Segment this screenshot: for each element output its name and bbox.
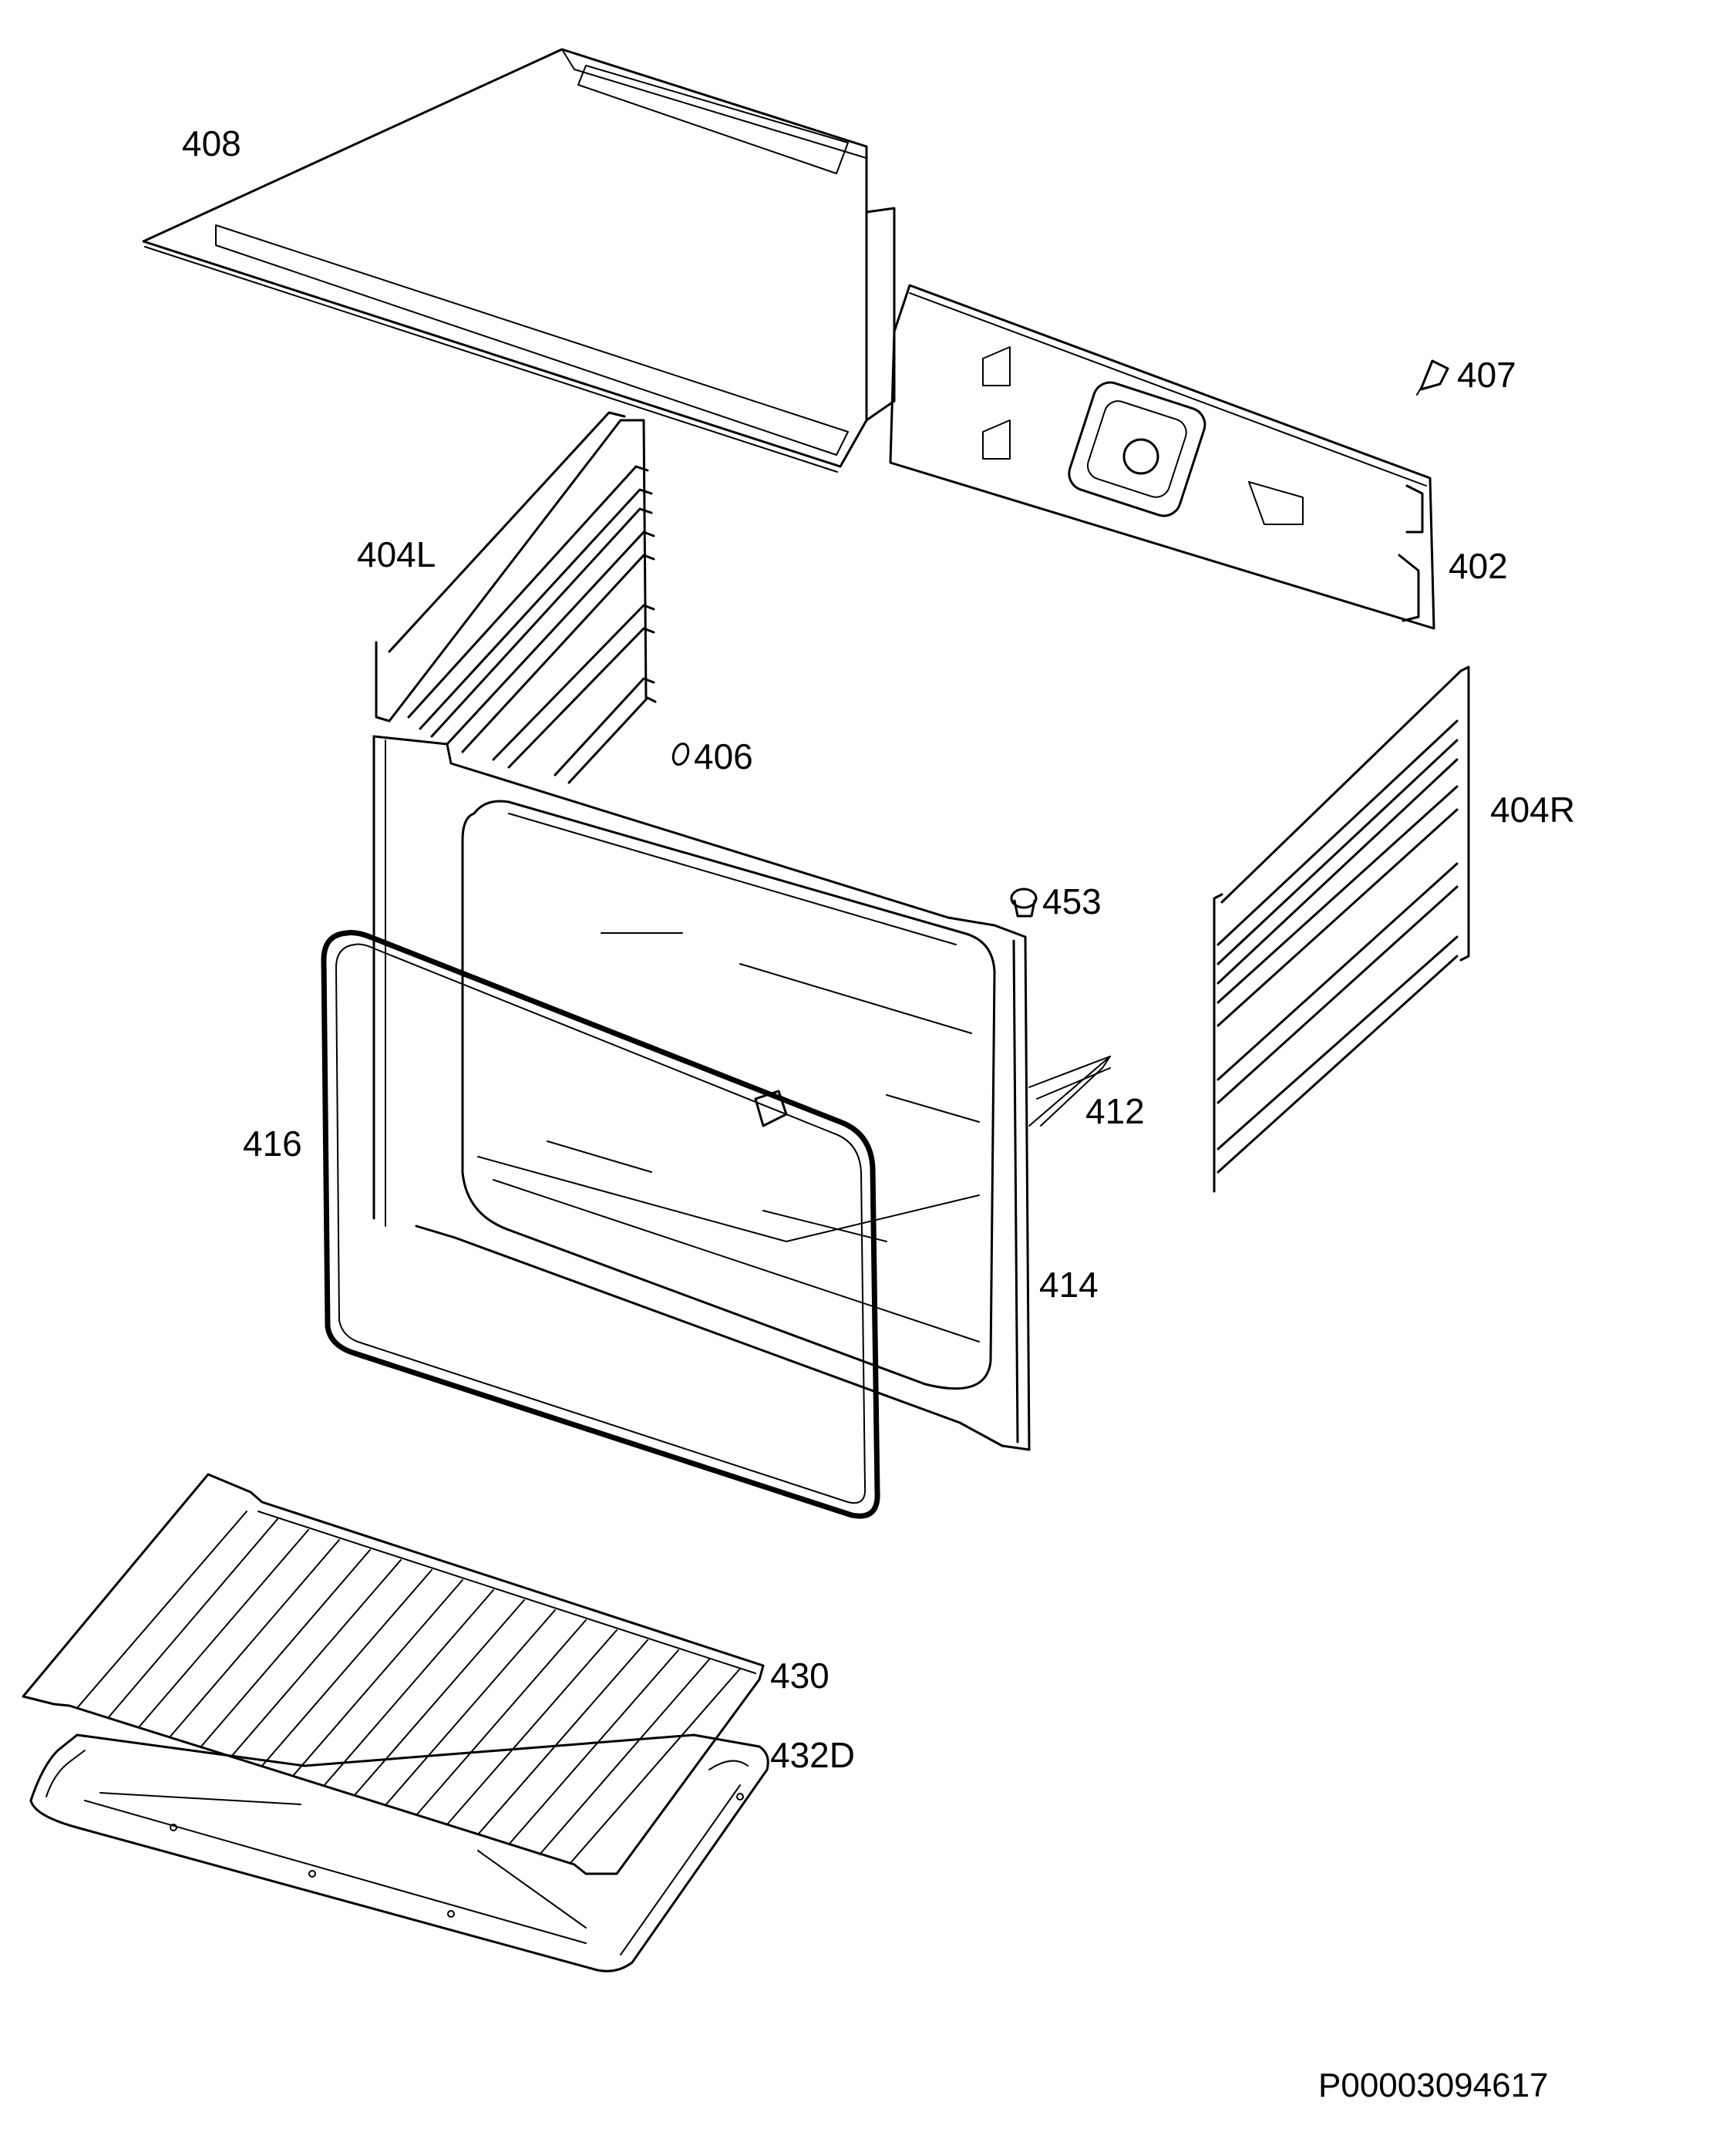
label-432D: 432D	[770, 1735, 855, 1775]
label-408: 408	[182, 123, 241, 163]
oven-cavity-drawing	[372, 735, 1111, 1451]
rear-panel-drawing	[889, 284, 1435, 630]
label-406: 406	[694, 736, 753, 776]
drip-tray-drawing	[29, 1733, 769, 1972]
plug-453-drawing	[1010, 888, 1038, 918]
label-407: 407	[1457, 355, 1516, 395]
door-gasket-drawing	[321, 930, 880, 1519]
top-panel-drawing	[142, 48, 896, 473]
label-414: 414	[1039, 1265, 1099, 1305]
label-453: 453	[1042, 881, 1102, 921]
label-430: 430	[770, 1656, 830, 1696]
label-416: 416	[243, 1123, 302, 1164]
label-402: 402	[1449, 546, 1508, 586]
drawing-code: P00003094617	[1318, 2067, 1549, 2104]
shelf-support-right-drawing	[1213, 665, 1470, 1193]
shelf-support-left-drawing	[375, 411, 657, 784]
label-412: 412	[1085, 1091, 1145, 1131]
clip-406-drawing	[671, 742, 690, 766]
screw-407-drawing	[1416, 359, 1449, 396]
label-404R: 404R	[1490, 790, 1575, 830]
wire-shelf-drawing	[22, 1473, 765, 1875]
bottom-plate-drawing	[1028, 1056, 1111, 1100]
label-404L: 404L	[357, 534, 436, 574]
